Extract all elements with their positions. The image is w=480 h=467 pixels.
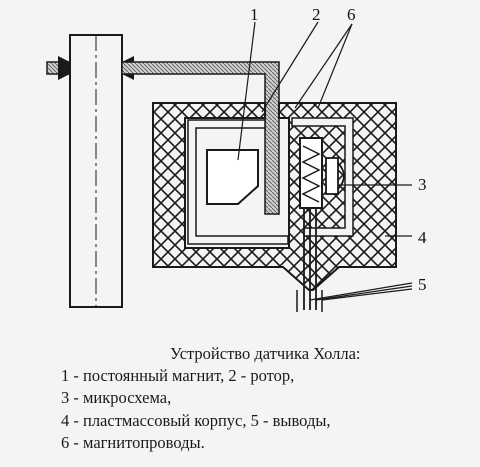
plastic-housing <box>152 102 397 291</box>
label-3: 3 <box>418 175 427 194</box>
caption-legend-line: 3 - микросхема, <box>61 388 172 407</box>
output-leads <box>296 209 323 312</box>
caption-title: Устройство датчика Холла: <box>170 344 361 363</box>
label-2: 2 <box>312 5 321 24</box>
hall-microchip <box>299 137 345 209</box>
label-5: 5 <box>418 275 427 294</box>
label-1: 1 <box>250 5 259 24</box>
label-4: 4 <box>418 228 427 247</box>
permanent-magnet <box>206 149 259 205</box>
shaft <box>69 34 123 308</box>
rotor <box>46 56 280 215</box>
caption-legend-line: 4 - пластмассовый корпус, 5 - выводы, <box>61 411 331 430</box>
label-6: 6 <box>347 5 356 24</box>
caption-legend-line: 1 - постоянный магнит, 2 - ротор, <box>61 366 295 385</box>
hall-sensor-diagram: 1 2 6 3 4 5 <box>46 5 427 312</box>
leader-lines <box>237 21 413 301</box>
caption-legend-line: 6 - магнитопроводы. <box>61 433 205 452</box>
